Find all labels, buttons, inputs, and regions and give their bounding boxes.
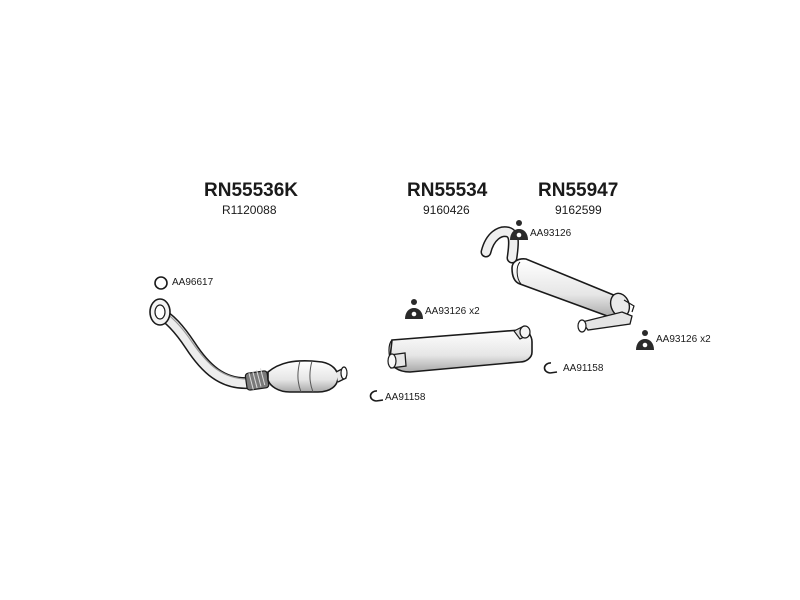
accessory-code: AA96617 — [172, 277, 214, 288]
accessory-label: AA91158 — [563, 363, 603, 375]
part-ref-rear-silencer: 9162599 — [555, 203, 602, 217]
part-ref-middle-silencer: 9160426 — [423, 203, 470, 217]
accessory-label: AA96617 — [172, 277, 213, 289]
rubber-mount-icon — [405, 299, 423, 319]
accessory-code: AA91158 — [563, 363, 604, 374]
clamp-icon — [543, 362, 558, 374]
front-pipe-catalytic-converter — [149, 298, 348, 393]
rubber-mount-icon — [636, 330, 654, 350]
part-code-front-pipe: RN55536K — [204, 180, 298, 201]
clamp-icon — [369, 390, 384, 402]
accessory-label: AA93126 — [530, 228, 571, 240]
accessory-quantity: x2 — [700, 334, 711, 345]
accessory-code: AA93126 — [656, 334, 698, 345]
ring-gasket-icon — [154, 276, 168, 290]
part-code-middle-silencer: RN55534 — [407, 180, 488, 201]
accessory-label: AA91158 — [385, 392, 425, 404]
accessory-code: AA93126 — [425, 306, 467, 317]
middle-silencer — [387, 325, 533, 373]
rubber-mount-icon — [510, 220, 528, 240]
rear-silencer — [480, 226, 635, 333]
part-ref-front-pipe: R1120088 — [222, 203, 277, 217]
accessory-code: AA91158 — [385, 392, 426, 403]
part-code-rear-silencer: RN55947 — [538, 180, 619, 201]
accessory-code: AA93126 — [530, 228, 572, 239]
accessory-quantity: x2 — [469, 306, 480, 317]
